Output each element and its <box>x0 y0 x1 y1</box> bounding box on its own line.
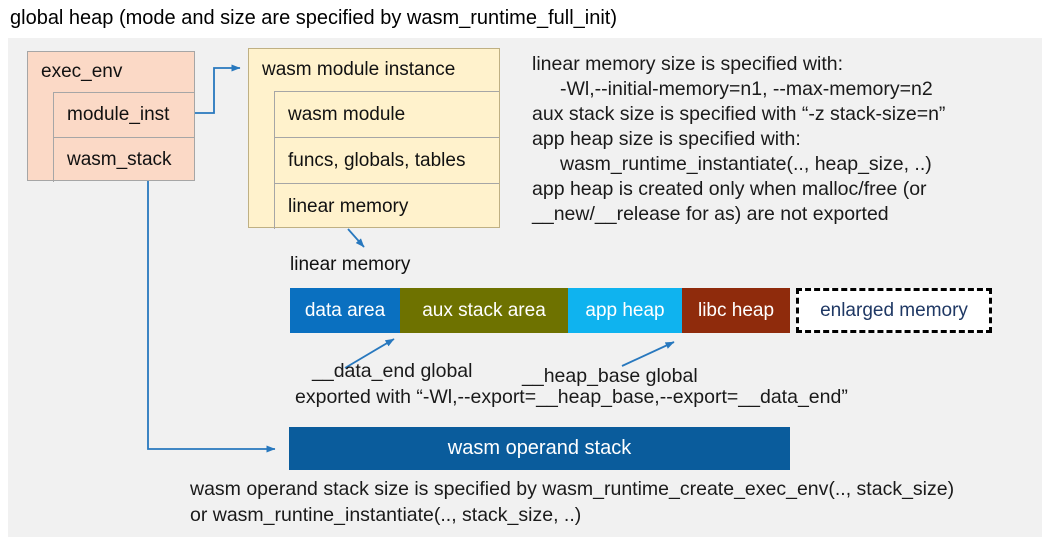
note-line: app heap is created only when malloc/fre… <box>532 178 927 200</box>
segment-enlarged-memory: enlarged memory <box>796 288 992 333</box>
heap-base-global-label: __heap_base global <box>522 365 698 387</box>
export-note: exported with “-Wl,--export=__heap_base,… <box>295 386 848 408</box>
linear-memory-bar: data area aux stack area app heap libc h… <box>290 288 992 333</box>
module-instance-field-wasm-module: wasm module <box>274 91 499 137</box>
segment-data-area: data area <box>290 288 400 333</box>
note-line: __new/__release for as) are not exported <box>532 203 889 225</box>
exec-env-field-wasm-stack: wasm_stack <box>53 137 194 182</box>
exec-env-field-module-inst: module_inst <box>53 92 194 137</box>
diagram-title: global heap (mode and size are specified… <box>10 7 617 29</box>
module-instance-field-linear-memory: linear memory <box>274 183 499 229</box>
module-instance-title: wasm module instance <box>262 59 456 80</box>
operand-stack-note-line2: or wasm_runtine_instantiate(.., stack_si… <box>190 504 582 526</box>
segment-app-heap: app heap <box>568 288 682 333</box>
wasm-operand-stack-bar: wasm operand stack <box>289 427 790 470</box>
data-end-global-label: __data_end global <box>312 360 473 382</box>
note-line: app heap size is specified with: <box>532 128 801 150</box>
operand-stack-note: wasm operand stack size is specified by … <box>190 476 954 528</box>
operand-stack-note-line1: wasm operand stack size is specified by … <box>190 478 955 500</box>
module-instance-box: wasm module instance wasm module funcs, … <box>248 48 500 229</box>
module-instance-field-funcs-globals-tables: funcs, globals, tables <box>274 137 499 183</box>
note-line: -Wl,--initial-memory=n1, --max-memory=n2 <box>560 78 933 100</box>
diagram-panel: exec_env module_inst wasm_stack wasm mod… <box>8 38 1042 537</box>
segment-aux-stack-area: aux stack area <box>400 288 568 333</box>
exec-env-box: exec_env module_inst wasm_stack <box>27 51 195 182</box>
note-line: linear memory size is specified with: <box>532 53 844 75</box>
note-line: aux stack size is specified with “-z sta… <box>532 103 946 125</box>
linear-memory-label: linear memory <box>290 254 411 275</box>
note-line: wasm_runtime_instantiate(.., heap_size, … <box>560 153 932 175</box>
linear-memory-notes: linear memory size is specified with: -W… <box>532 52 1037 227</box>
arrow-linear-memory-row-to-label-icon <box>347 228 365 248</box>
arrow-heap-base-icon <box>621 341 675 367</box>
segment-libc-heap: libc heap <box>682 288 790 333</box>
exec-env-title: exec_env <box>41 61 123 82</box>
